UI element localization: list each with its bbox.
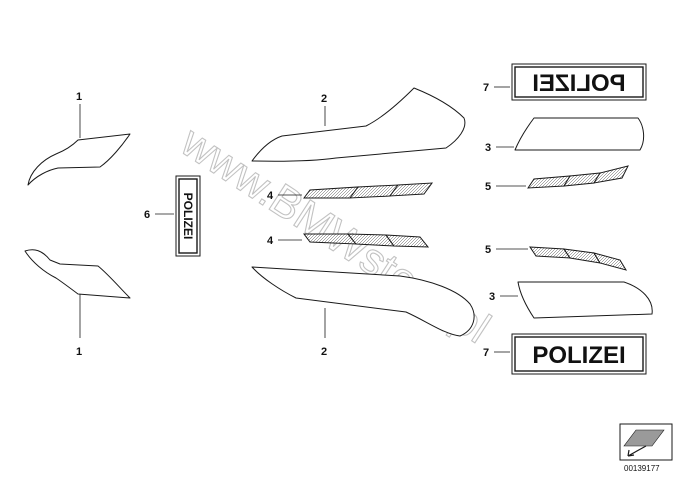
part-5-top-strip-c <box>593 165 629 184</box>
plate-7-top-inner-border <box>514 66 644 98</box>
part-2-bottom-decal <box>251 266 475 337</box>
part-1-top-decal <box>27 133 131 186</box>
plate-7-bottom-inner-border <box>514 336 644 372</box>
part-3-top-decal <box>514 117 645 151</box>
callout-2-top: 2 <box>321 93 327 105</box>
plate-6-text: POLIZEI <box>181 193 195 240</box>
callout-4-top: 4 <box>267 190 274 202</box>
plate-7-top <box>511 63 647 101</box>
arrow-section-icon <box>619 423 673 461</box>
callout-3-bottom: 3 <box>489 291 495 303</box>
callout-4-bottom: 4 <box>267 235 274 247</box>
part-5-bottom-strips <box>529 246 628 271</box>
callout-1-bottom: 1 <box>76 346 82 358</box>
reference-number: 00139177 <box>624 464 660 473</box>
part-4-top-strip-c <box>388 182 434 197</box>
part-2-top-decal <box>251 87 466 162</box>
part-4-top-strip-a <box>303 186 360 199</box>
plate-6-inner-border <box>178 178 198 254</box>
part-4-top-strips <box>303 182 434 199</box>
callout-2-bottom: 2 <box>321 346 327 358</box>
part-5-top-strip-b <box>563 172 601 187</box>
part-4-bottom-strip-c <box>384 234 430 248</box>
callout-7-bottom: 7 <box>483 347 489 359</box>
part-1-bottom-decal <box>24 249 131 299</box>
callout-1-top: 1 <box>76 91 82 103</box>
callout-7-top: 7 <box>483 82 489 94</box>
plate-6-vertical <box>175 175 201 257</box>
callout-5-bottom: 5 <box>485 244 491 256</box>
callout-5-top: 5 <box>485 181 491 193</box>
callout-3-top: 3 <box>485 142 491 154</box>
plate-7-top-text-mirrored: POLIZEI <box>532 70 625 97</box>
plate-7-bottom-text: POLIZEI <box>532 342 625 369</box>
part-4-bottom-strips <box>303 233 430 248</box>
part-5-bottom-strip-c <box>592 252 628 271</box>
part-3-bottom-decal <box>517 281 653 319</box>
part-5-bottom-strip-b <box>562 248 601 264</box>
part-5-top-strips <box>527 165 629 189</box>
plate-7-bottom <box>511 333 647 375</box>
callout-6: 6 <box>144 209 150 221</box>
part-4-bottom-strip-a <box>303 233 358 245</box>
